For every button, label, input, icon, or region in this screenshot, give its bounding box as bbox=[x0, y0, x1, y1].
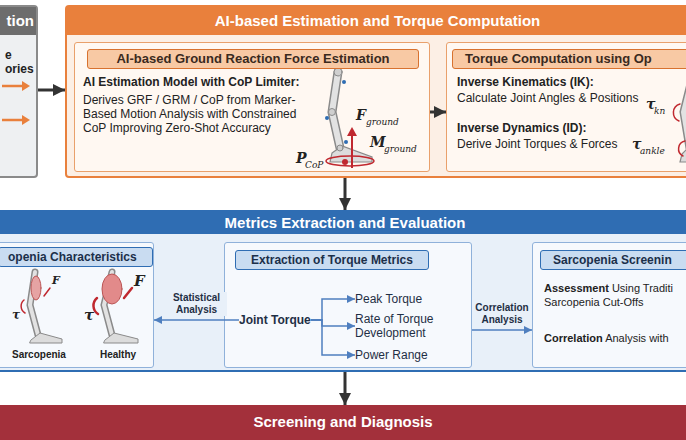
connector-arrow bbox=[311, 320, 355, 326]
leg-skeleton bbox=[325, 68, 372, 162]
connector-arrow bbox=[154, 319, 239, 321]
figure-caption: Healthy bbox=[100, 349, 136, 360]
symbol-label: τ bbox=[84, 306, 94, 324]
node-text: Joint Torque bbox=[239, 313, 311, 327]
node-text: Calculate Joint Angles & Positions bbox=[457, 91, 649, 105]
node-text: Screening and Diagnosis bbox=[0, 413, 686, 431]
symbol-label: F bbox=[356, 107, 366, 123]
input-panel: tion e ories bbox=[0, 5, 38, 178]
symbol-label: F bbox=[52, 274, 60, 287]
node-text: Derives GRF / GRM / CoP from Marker-Base… bbox=[83, 93, 313, 135]
process-panel: AI-based Ground Reaction Force Estimatio… bbox=[74, 42, 430, 172]
result-band: Screening and Diagnosis bbox=[0, 405, 686, 440]
node-text: Inverse Dynamics (ID): bbox=[457, 121, 649, 135]
node-text: Correlation Analysis with bbox=[544, 331, 686, 345]
connector-arrow bbox=[344, 372, 347, 405]
input-arrows bbox=[2, 81, 30, 125]
healthy-leg bbox=[93, 272, 138, 343]
node-text: Assessment Using Traditi Sarcopenia Cut-… bbox=[544, 281, 686, 309]
stage-panel: AI-based Estimation and Torque Computati… bbox=[65, 5, 686, 178]
node-text: Peak Torque bbox=[355, 292, 422, 306]
metric-item: Power Range bbox=[355, 348, 428, 362]
subscript-label: ground bbox=[366, 117, 399, 127]
ground-force bbox=[326, 127, 374, 168]
symbol-label: τ bbox=[12, 308, 20, 322]
subscript-label: ground bbox=[384, 144, 417, 154]
subscript-label: CoP bbox=[305, 160, 323, 170]
connector-arrow bbox=[311, 299, 355, 320]
leg-partial bbox=[673, 72, 686, 162]
node-text: Inverse Kinematics (IK): bbox=[457, 75, 649, 89]
connector-arrow bbox=[311, 320, 355, 355]
node-text: Torque Computation using Op bbox=[452, 49, 686, 69]
node-text: Power Range bbox=[355, 348, 428, 362]
symbol-label: F bbox=[134, 272, 145, 290]
node-text: AI-based Ground Reaction Force Estimatio… bbox=[87, 49, 419, 69]
node-text: AI Estimation Model with CoP Limiter: bbox=[83, 75, 315, 89]
metric-item: Rate of Torque Development bbox=[355, 312, 455, 340]
connector-arrow bbox=[472, 329, 532, 331]
sarcopenia-leg bbox=[21, 272, 62, 343]
node-text: Derive Joint Torques & Forces bbox=[457, 137, 635, 151]
node-text: e ories bbox=[5, 48, 34, 76]
metric-item: Peak Torque bbox=[355, 292, 422, 306]
node-text: Sarcopenia Screenin bbox=[540, 250, 686, 270]
edge-label: Statistical Analysis bbox=[167, 292, 227, 316]
metric-source: Joint Torque bbox=[239, 313, 311, 327]
node-text: Rate of Torque Development bbox=[355, 312, 455, 340]
connector-arrow bbox=[344, 178, 347, 210]
node-text: Extraction of Torque Metrics bbox=[235, 250, 429, 270]
subscript-label: ankle bbox=[640, 146, 665, 156]
symbol-label: M bbox=[370, 134, 386, 150]
connector-arrow bbox=[38, 89, 65, 92]
node-text: tion bbox=[0, 12, 38, 30]
node-text: Metrics Extraction and Evaluation bbox=[0, 214, 686, 232]
subscript-label: kn bbox=[654, 106, 665, 116]
symbol-label: P bbox=[296, 150, 307, 166]
edge-label: Correlation Analysis bbox=[472, 302, 532, 326]
node-text: AI-based Estimation and Torque Computati… bbox=[67, 12, 686, 30]
connector-arrow bbox=[430, 111, 446, 114]
node-text: openia Characteristics bbox=[0, 247, 153, 267]
analysis-panel: Sarcopenia ScreeninAssessment Using Trad… bbox=[532, 242, 686, 368]
analysis-panel: Extraction of Torque MetricsJoint Torque… bbox=[224, 242, 472, 368]
figure-caption: Sarcopenia bbox=[12, 349, 66, 360]
